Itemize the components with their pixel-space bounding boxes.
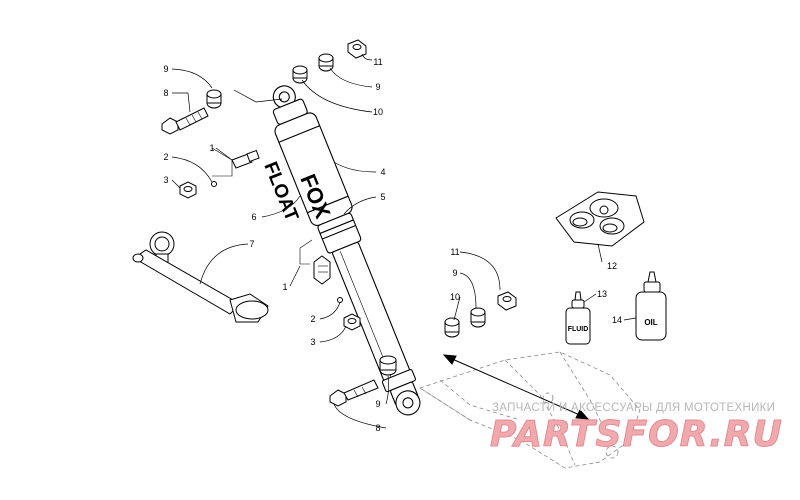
top-nut-11 (347, 39, 367, 59)
callout-8-top: 8 (163, 88, 168, 98)
oil-bottle-label: OIL (644, 318, 657, 327)
top-spacer-9-right (318, 53, 334, 72)
callout-4: 4 (380, 167, 385, 177)
callout-3-bottom: 3 (310, 337, 315, 347)
callout-2-top: 2 (163, 152, 168, 162)
fluid-bottle-label: FLUID (568, 326, 589, 333)
leader-lines (171, 53, 637, 429)
callout-2-bottom: 2 (310, 314, 315, 324)
callout-8-bottom: 8 (375, 423, 380, 433)
callout-12: 12 (607, 261, 617, 271)
callout-7: 7 (249, 239, 254, 249)
callout-10-top: 10 (373, 107, 383, 117)
bottom-spacer-9-left (379, 355, 397, 376)
watermark-logo: PARTSFOR.RU (490, 414, 783, 456)
callout-6: 6 (251, 212, 256, 222)
bottom-nut-11 (497, 291, 517, 311)
bottom-bushing-10 (444, 317, 460, 338)
callout-14: 14 (612, 315, 622, 325)
bottom-spacer-9-right (470, 307, 486, 328)
upper-valve-kit (179, 147, 260, 199)
callout-5: 5 (380, 192, 385, 202)
callout-9-top-left: 9 (163, 64, 168, 74)
callout-13: 13 (597, 289, 607, 299)
bottom-bolt-8 (329, 379, 379, 407)
frame-bracket-outline (419, 351, 641, 469)
callout-1-top: 1 (209, 143, 214, 153)
shock-absorber (272, 85, 421, 416)
callout-9-mid: 9 (452, 268, 457, 278)
rebuild-kit-12 (555, 191, 645, 247)
callout-10-mid: 10 (450, 292, 460, 302)
callout-3-top: 3 (163, 175, 168, 185)
mount-direction-arrow (442, 354, 590, 420)
callout-9-top-right: 9 (375, 82, 380, 92)
fluid-bottle-13 (565, 291, 591, 345)
lower-valve-kit (299, 239, 361, 331)
callout-numbers: 9 8 11 9 10 1 2 3 4 5 6 7 1 2 3 11 9 10 … (163, 57, 622, 433)
top-bolt-leader (233, 89, 283, 103)
top-bolt-8 (161, 107, 209, 135)
callout-11-top: 11 (373, 57, 382, 67)
callout-1-bottom: 1 (282, 282, 287, 292)
callout-9-bottom: 9 (375, 399, 380, 409)
watermark-subtitle: ЗАПЧАСТИ И АКСЕССУАРЫ ДЛЯ МОТОТЕХНИКИ (492, 402, 776, 414)
top-bushing-10 (292, 65, 308, 84)
oil-bottle-14 (635, 271, 667, 341)
shock-pump-7 (132, 231, 269, 323)
top-spacer-9-left (206, 89, 222, 109)
callout-11-mid: 11 (450, 247, 459, 257)
